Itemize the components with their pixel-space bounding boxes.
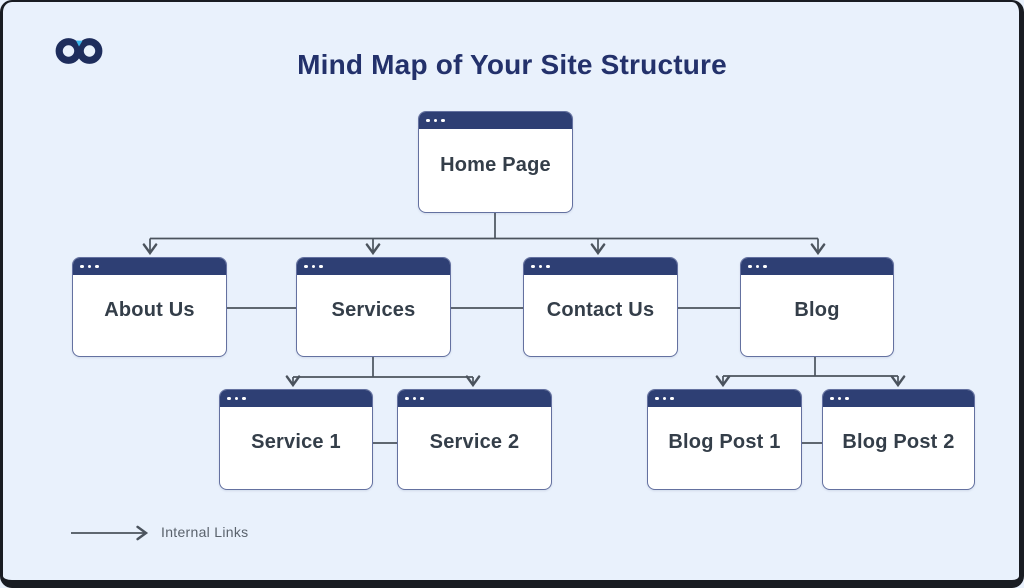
node-blog-post-2: Blog Post 2: [822, 389, 975, 490]
window-dot-icon: [412, 396, 416, 401]
node-blog-post-1: Blog Post 1: [647, 389, 802, 490]
window-titlebar: [73, 258, 226, 275]
window-dot-icon: [420, 396, 424, 401]
window-dot-icon: [234, 396, 238, 401]
window-dot-icon: [311, 264, 315, 269]
window-dot-icon: [227, 396, 231, 401]
node-label: Contact Us: [546, 298, 655, 321]
node-service-1: Service 1: [219, 389, 373, 490]
window-dot-icon: [830, 396, 834, 401]
window-dot-icon: [763, 264, 767, 269]
window-dot-icon: [538, 264, 542, 269]
window-dot-icon: [433, 118, 437, 123]
node-label: Service 2: [429, 431, 520, 453]
window-titlebar: [398, 390, 551, 407]
window-titlebar: [524, 258, 677, 275]
window-titlebar: [648, 390, 801, 407]
window-dot-icon: [95, 264, 99, 269]
legend-label: Internal Links: [161, 524, 249, 540]
window-dot-icon: [845, 396, 849, 401]
node-contact-us: Contact Us: [523, 257, 678, 357]
window-dot-icon: [655, 396, 659, 401]
window-dot-icon: [748, 264, 752, 269]
node-label: Home Page: [440, 153, 551, 176]
window-dot-icon: [441, 118, 445, 123]
node-label: Blog Post 2: [842, 431, 955, 453]
window-titlebar: [220, 390, 372, 407]
window-dot-icon: [80, 264, 84, 269]
window-dot-icon: [546, 264, 550, 269]
node-home-page: Home Page: [418, 111, 573, 213]
node-label: Blog Post 1: [668, 431, 781, 453]
window-dot-icon: [426, 118, 430, 123]
window-dot-icon: [242, 396, 246, 401]
window-titlebar: [297, 258, 450, 275]
window-dot-icon: [87, 264, 91, 269]
window-dot-icon: [531, 264, 535, 269]
window-dot-icon: [405, 396, 409, 401]
node-label: About Us: [104, 298, 195, 321]
window-dot-icon: [670, 396, 674, 401]
infinity-logo-icon: [55, 38, 103, 64]
window-titlebar: [419, 112, 572, 129]
window-dot-icon: [837, 396, 841, 401]
window-titlebar: [741, 258, 893, 275]
window-dot-icon: [319, 264, 323, 269]
node-services: Services: [296, 257, 451, 357]
window-dot-icon: [662, 396, 666, 401]
window-dot-icon: [304, 264, 308, 269]
node-service-2: Service 2: [397, 389, 552, 490]
node-about-us: About Us: [72, 257, 227, 357]
node-label: Service 1: [251, 431, 341, 453]
node-label: Blog: [794, 298, 840, 321]
window-titlebar: [823, 390, 974, 407]
window-dot-icon: [755, 264, 759, 269]
node-blog: Blog: [740, 257, 894, 357]
page-title: Mind Map of Your Site Structure: [297, 49, 727, 80]
node-label: Services: [331, 298, 416, 321]
